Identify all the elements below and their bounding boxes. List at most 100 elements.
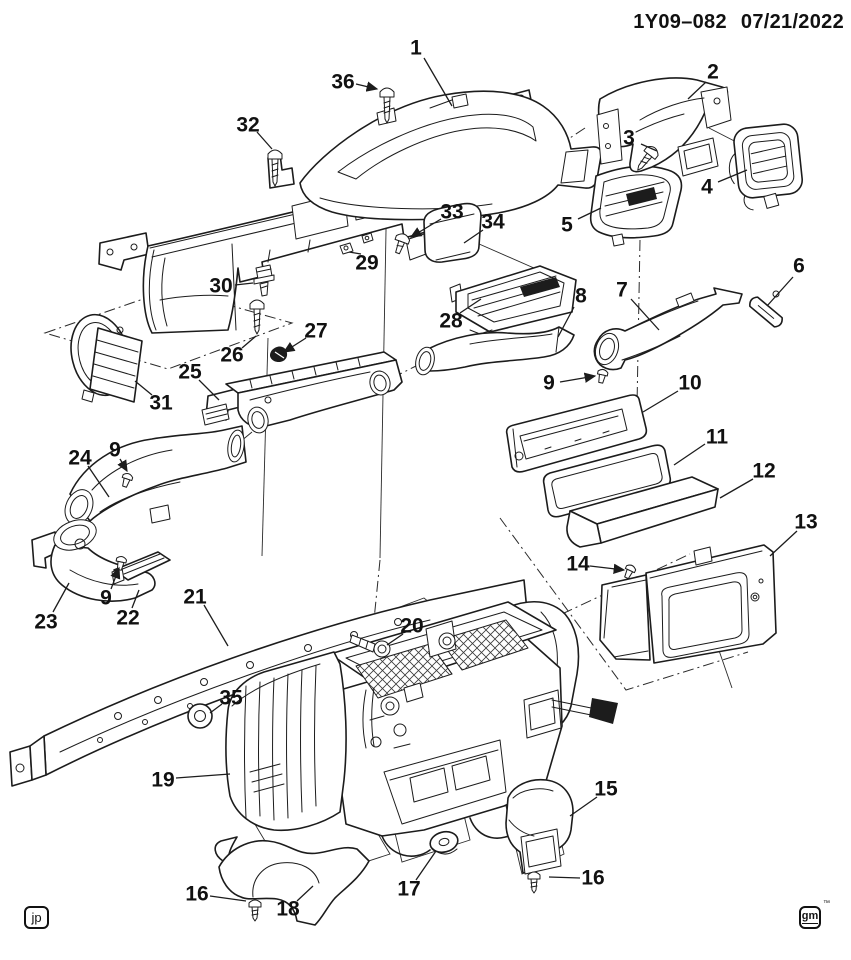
part-1-defroster-duct — [299, 89, 602, 221]
callout-36: 36 — [331, 71, 354, 94]
callout-26: 26 — [220, 344, 243, 367]
callout-9a: 9 — [543, 372, 555, 395]
leader-24 — [87, 465, 110, 498]
gm-logo-text: gm — [801, 910, 819, 924]
document-number: 1Y09–082 — [633, 11, 727, 33]
callout-29: 29 — [355, 252, 378, 275]
part-7-duct — [593, 287, 743, 371]
leader-7 — [630, 298, 660, 331]
part-10-outlet-frame — [505, 394, 648, 473]
leader-32 — [256, 131, 273, 150]
part-27-clip — [269, 346, 288, 363]
leader-36 — [355, 81, 379, 92]
callout-7: 7 — [616, 279, 628, 302]
callout-15: 15 — [594, 778, 618, 801]
callout-4: 4 — [701, 176, 713, 199]
part-25-rear-duct — [201, 351, 403, 434]
leader-2 — [687, 81, 707, 100]
part-9-pin-a — [596, 368, 609, 384]
leader-13 — [769, 530, 798, 557]
part-20-screw — [349, 634, 391, 658]
leader-5 — [577, 207, 602, 220]
leader-23 — [52, 582, 70, 613]
trademark-symbol: ™ — [823, 900, 830, 907]
callout-11: 11 — [706, 426, 729, 449]
callout-21: 21 — [183, 586, 207, 609]
callout-32: 32 — [236, 114, 259, 137]
leader-4 — [717, 169, 748, 183]
leader-17 — [415, 850, 437, 881]
leader-10 — [642, 390, 679, 413]
callout-19: 19 — [151, 769, 174, 792]
part-4-side-outlet — [728, 123, 804, 211]
part-36-screw — [379, 87, 395, 124]
callout-14: 14 — [566, 553, 590, 576]
part-5-vent-bezel — [589, 165, 683, 247]
callout-5: 5 — [561, 214, 573, 237]
callout-3: 3 — [623, 127, 635, 150]
part-17-grommet — [429, 830, 459, 855]
leader-3 — [640, 143, 658, 152]
part-15-duct-elbow — [505, 778, 574, 875]
callout-22: 22 — [116, 607, 139, 630]
leader-21 — [203, 604, 229, 647]
part-12-tray-duct — [566, 476, 719, 548]
callout-34: 34 — [481, 211, 505, 234]
part-28-center-vent — [449, 265, 577, 335]
part-35-grommet — [187, 703, 213, 729]
callout-8: 8 — [575, 285, 587, 308]
callout-9c: 9 — [100, 587, 112, 610]
callout-13: 13 — [794, 511, 817, 534]
part-14-screw — [624, 564, 637, 580]
part-21-ip-beam — [9, 579, 528, 787]
part-16-screw-left — [248, 899, 262, 922]
part-8-duct — [415, 326, 575, 376]
callout-10: 10 — [678, 372, 701, 395]
leader-12 — [719, 478, 754, 499]
part-9-pin-b — [121, 473, 134, 488]
part-13-housing — [599, 544, 777, 664]
callout-1: 1 — [410, 37, 422, 60]
callout-6: 6 — [793, 255, 805, 278]
leader-27 — [282, 337, 307, 353]
leader-16a — [209, 895, 247, 902]
callout-35: 35 — [219, 687, 243, 710]
leader-19 — [175, 773, 231, 779]
callout-16b: 16 — [581, 867, 604, 890]
callout-9b: 9 — [109, 439, 121, 462]
leader-25 — [198, 379, 220, 401]
leader-lines — [52, 57, 798, 902]
callout-20: 20 — [400, 615, 423, 638]
leader-18 — [296, 885, 314, 902]
callout-31: 31 — [149, 392, 173, 415]
leader-26 — [241, 335, 257, 349]
callout-16a: 16 — [185, 883, 208, 906]
leader-22 — [131, 589, 140, 609]
leader-9b — [117, 458, 128, 473]
part-26-screw — [249, 299, 265, 335]
leader-28 — [459, 298, 482, 314]
callout-33: 33 — [440, 201, 463, 224]
leader-31 — [134, 380, 153, 396]
leader-1 — [423, 57, 453, 107]
callout-25: 25 — [178, 361, 202, 384]
leader-11 — [673, 443, 706, 466]
leader-35 — [209, 703, 223, 714]
part-2-side-duct — [596, 77, 732, 177]
leader-6 — [766, 276, 794, 307]
leader-14 — [589, 563, 626, 574]
part-34-duct — [405, 202, 482, 263]
part-18-bracket — [214, 836, 370, 926]
callout-23: 23 — [34, 611, 57, 634]
callout-2: 2 — [707, 61, 719, 84]
leader-15 — [569, 796, 598, 817]
leader-8 — [557, 306, 575, 338]
callout-30: 30 — [209, 275, 232, 298]
gm-logo-badge: gm — [799, 906, 821, 929]
leader-34 — [463, 229, 484, 244]
leader-33 — [409, 218, 442, 238]
callout-24: 24 — [68, 447, 92, 470]
part-30-bolt — [253, 264, 275, 297]
